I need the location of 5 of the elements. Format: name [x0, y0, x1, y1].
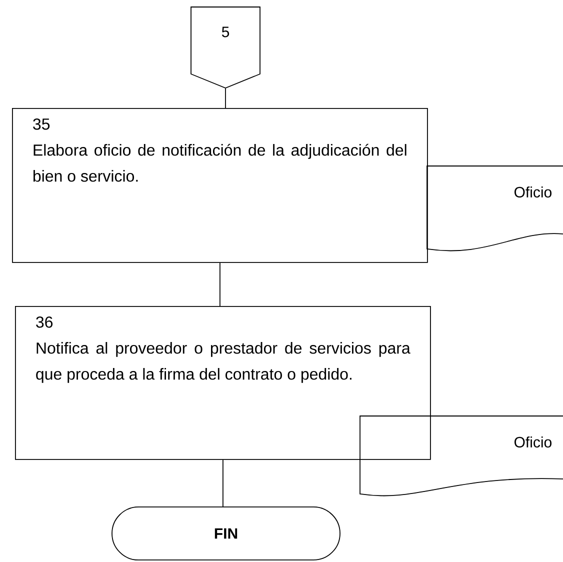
process-box: 36 Notifica al proveedor o prestador de servicios para que proceda a la firma del contrato o pedido. — [15, 306, 431, 460]
off-page-connector: 5 — [190, 6, 260, 88]
connector-line — [225, 88, 226, 108]
connector-line — [222, 459, 224, 507]
process-box: 35 Elabora oficio de notificación de la adjudicación del bien o servicio. — [12, 108, 428, 263]
